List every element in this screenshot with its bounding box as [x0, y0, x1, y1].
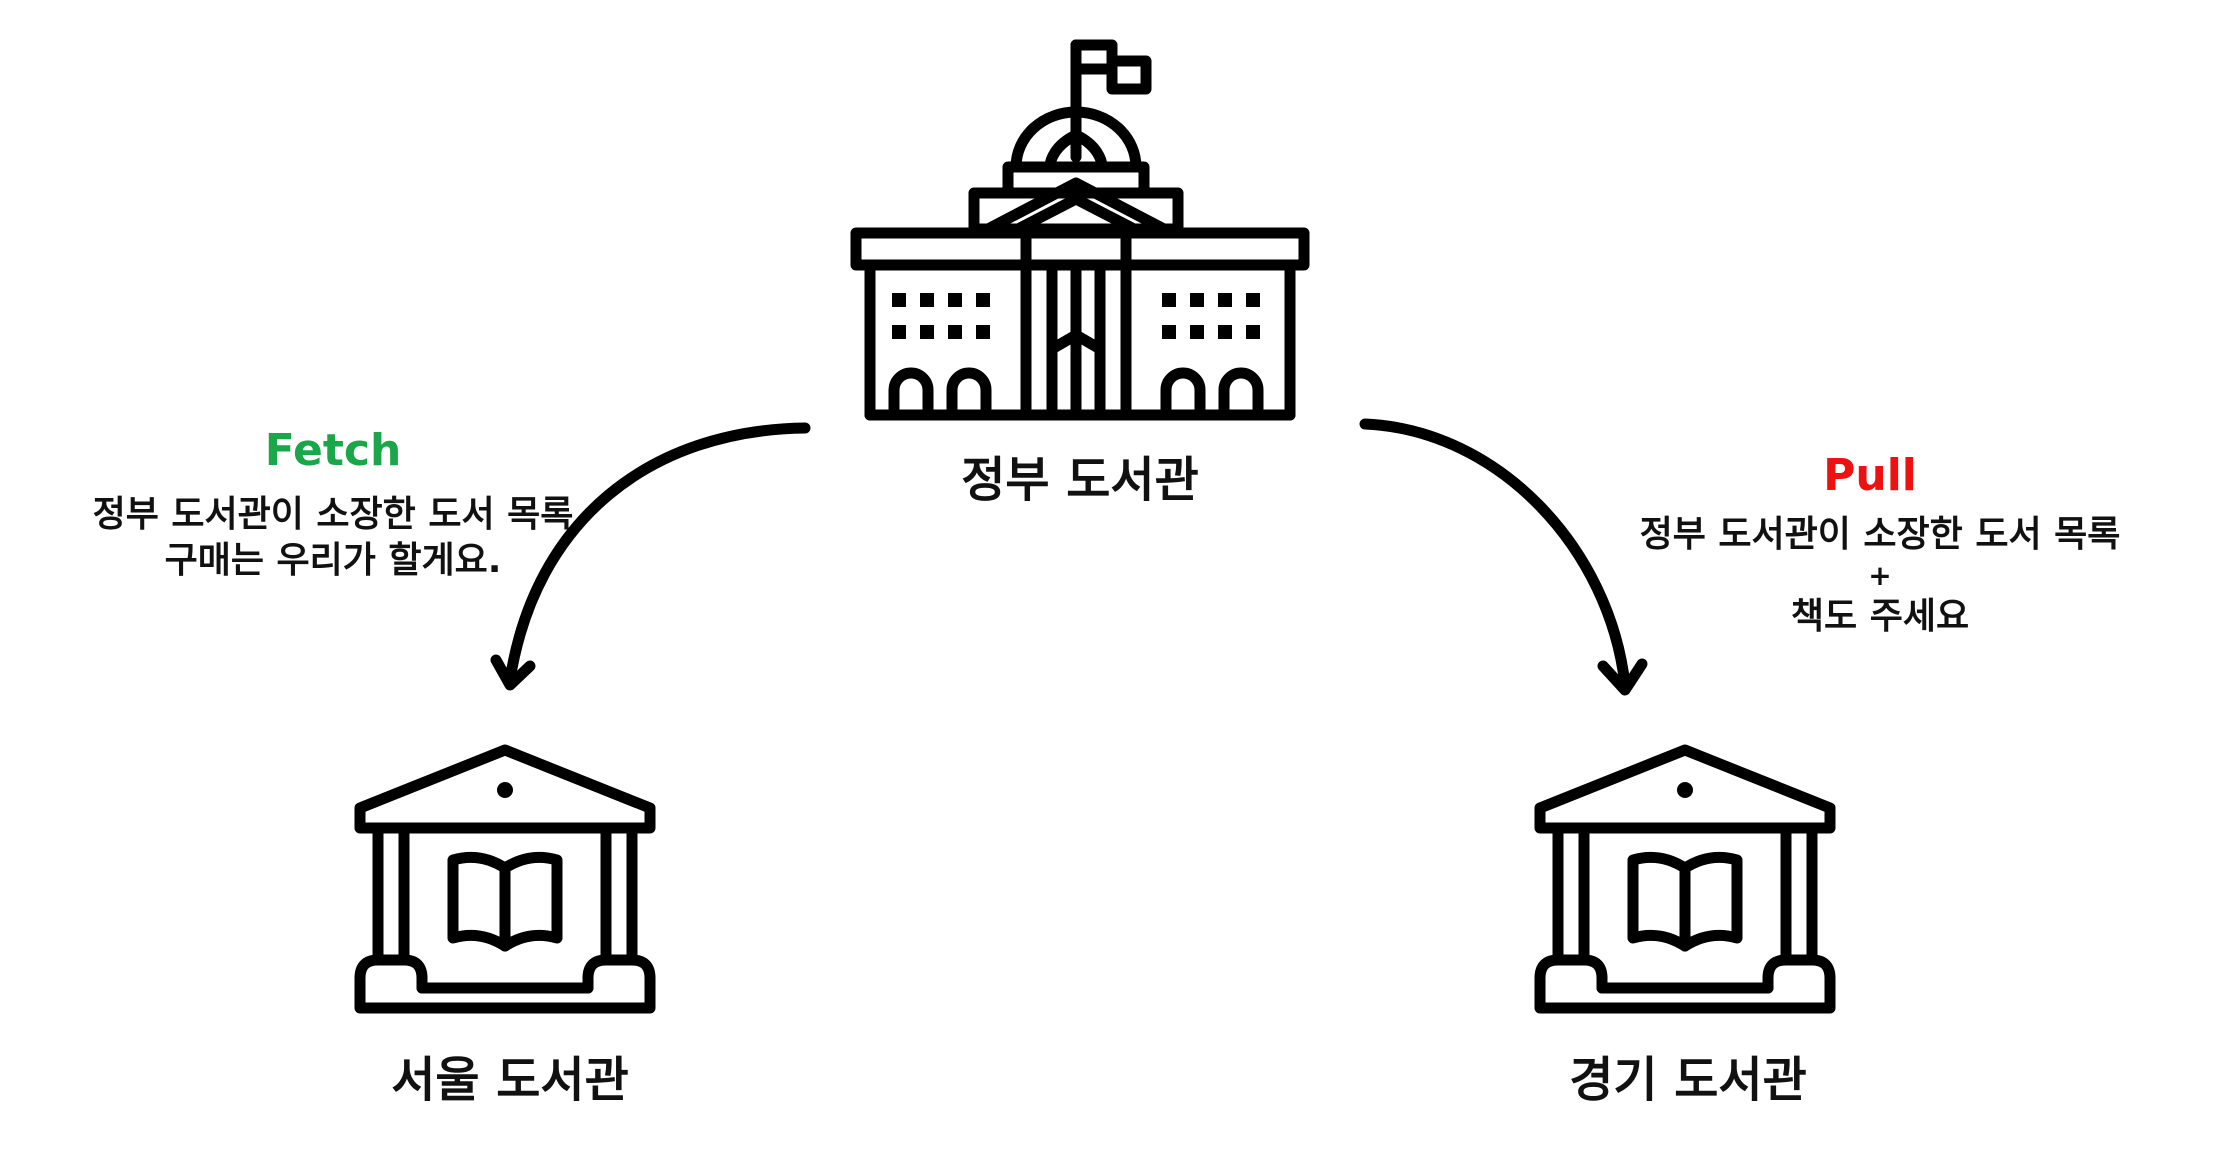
- pull-arrowhead-icon: [1597, 658, 1648, 696]
- government-building-icon: [850, 39, 1310, 421]
- pull-description: 정부 도서관이 소장한 도서 목록 + 책도 주세요: [1640, 512, 2121, 640]
- gyeonggi-library-icon: [1534, 744, 1836, 1014]
- fetch-title: Fetch: [264, 425, 402, 476]
- fetch-description: 정부 도서관이 소장한 도서 목록 구매는 우리가 할게요.: [93, 492, 574, 584]
- fetch-arrow-icon: [504, 422, 811, 686]
- seoul-library-label: 서울 도서관: [391, 1052, 629, 1108]
- fetch-desc-line: 정부 도서관이 소장한 도서 목록: [92, 494, 574, 535]
- gyeonggi-library-label: 경기 도서관: [1569, 1052, 1807, 1108]
- pull-arrow-icon: [1359, 418, 1631, 691]
- fetch-arrowhead-icon: [490, 654, 536, 691]
- pull-desc-line: 책도 주세요: [1790, 596, 1970, 637]
- seoul-library-icon: [354, 744, 656, 1014]
- pull-desc-line: 정부 도서관이 소장한 도서 목록: [1639, 514, 2121, 555]
- fetch-desc-line: 구매는 우리가 할게요.: [164, 540, 502, 581]
- pull-title: Pull: [1823, 450, 1917, 501]
- pull-desc-plus: +: [1868, 559, 1892, 592]
- government-library-label: 정부 도서관: [961, 452, 1199, 508]
